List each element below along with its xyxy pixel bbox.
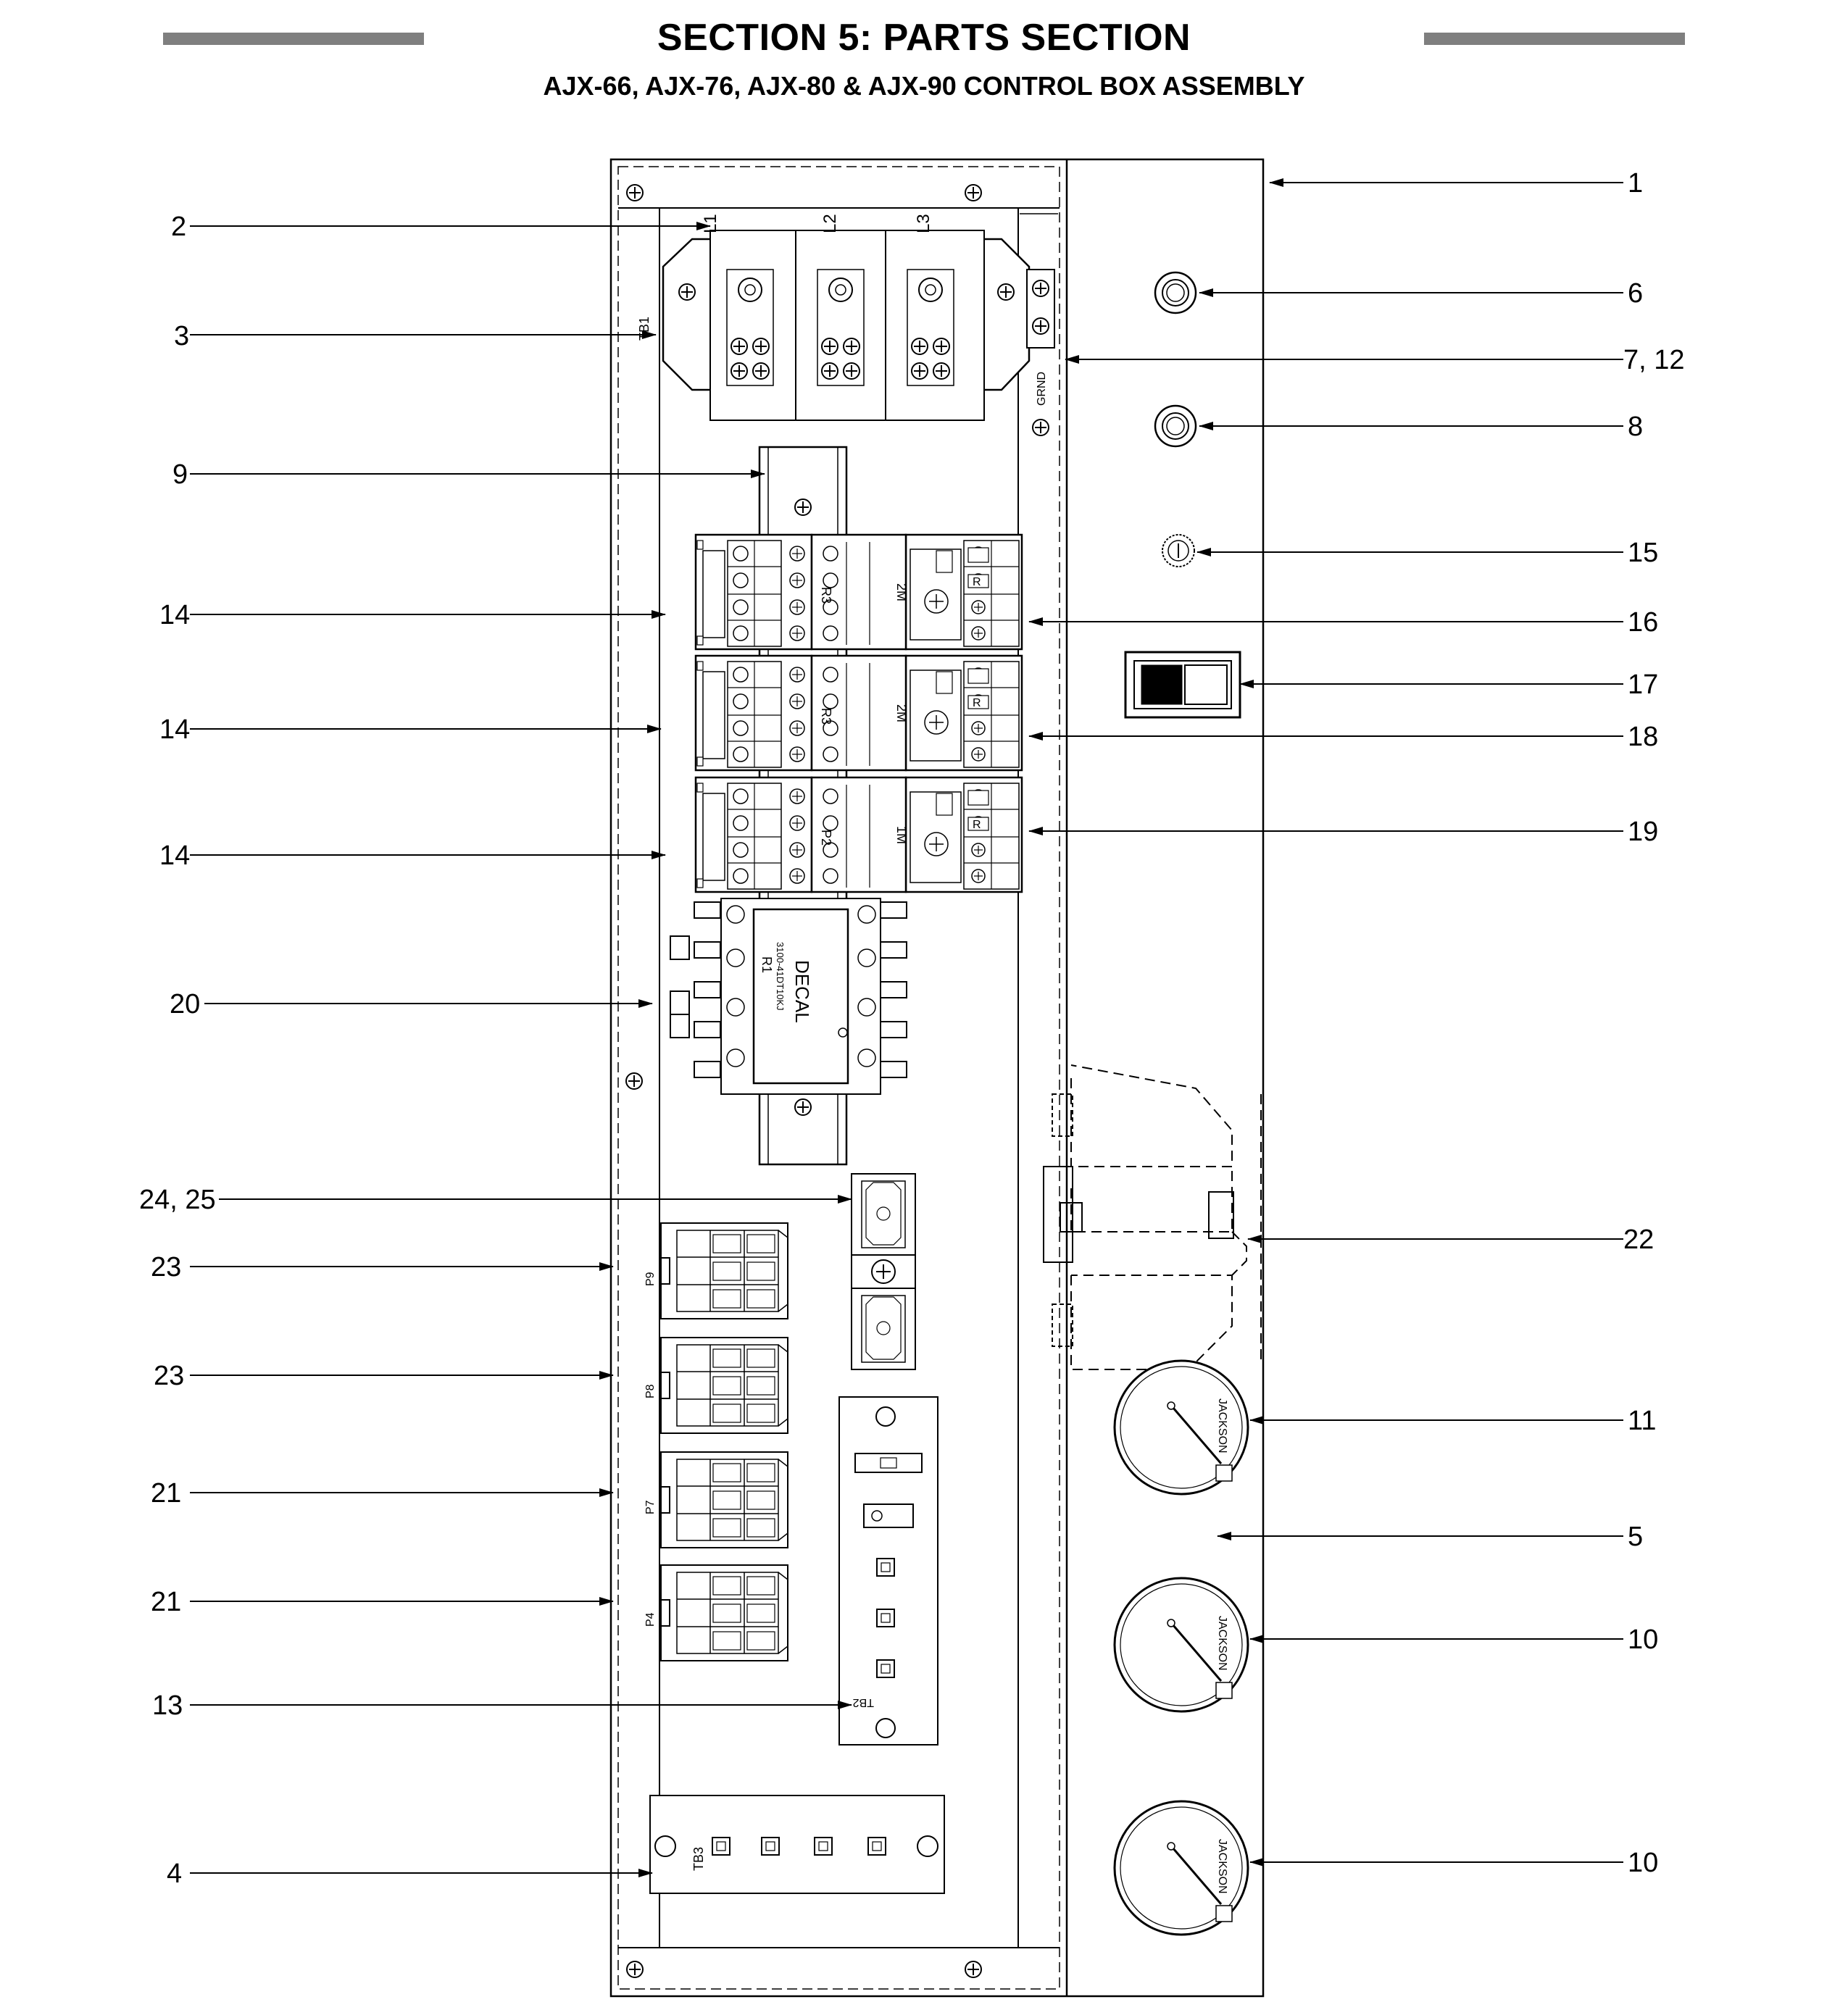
door-latch-22 xyxy=(1070,1064,1262,1370)
callout-7-12: 7, 12 xyxy=(1623,345,1685,375)
callout-18: 18 xyxy=(1628,722,1658,752)
contactor-row-2: R3 2M xyxy=(694,654,1023,772)
callout-23b: 23 xyxy=(154,1361,184,1391)
callout-14c: 14 xyxy=(159,841,190,871)
decal-label: DECAL xyxy=(791,960,813,1023)
callout-8: 8 xyxy=(1628,412,1643,442)
callout-14a: 14 xyxy=(159,600,190,630)
connector-p8: P8 xyxy=(644,1337,788,1434)
callout-14b: 14 xyxy=(159,714,190,745)
callout-1: 1 xyxy=(1628,168,1643,199)
terminal-block-tb1: TB1 L1 L2 L3 xyxy=(637,214,1031,421)
terminal-block-tb2: TB2 xyxy=(838,1396,938,1746)
callout-15: 15 xyxy=(1628,538,1658,568)
p8-label: P8 xyxy=(644,1384,657,1398)
callout-21b: 21 xyxy=(151,1587,181,1617)
relay-r1: R1 DECAL 3100-41DT10KJ xyxy=(670,898,907,1095)
callout-10a: 10 xyxy=(1628,1624,1658,1655)
relay-part-number: 3100-41DT10KJ xyxy=(775,942,786,1011)
ground-lug: GRND xyxy=(1026,269,1055,436)
gauge-10a-brand: JACKSON xyxy=(1216,1616,1228,1671)
gauge-10b-brand: JACKSON xyxy=(1216,1839,1228,1894)
door-latch-detail xyxy=(1043,1093,1234,1347)
tb1-label: TB1 xyxy=(637,317,652,341)
callout-lines xyxy=(190,178,1623,1877)
callout-20: 20 xyxy=(170,989,200,1019)
p9-label: P9 xyxy=(644,1272,657,1286)
header-bar-right xyxy=(1424,33,1685,45)
tb2-label: TB2 xyxy=(853,1696,874,1709)
callout-22: 22 xyxy=(1623,1225,1654,1255)
callout-17: 17 xyxy=(1628,670,1658,700)
callout-4: 4 xyxy=(167,1859,182,1889)
pilot-light-6 xyxy=(1154,271,1197,314)
page-subtitle: AJX-66, AJX-76, AJX-80 & AJX-90 CONTROL … xyxy=(543,71,1305,101)
l2-label: L2 xyxy=(820,214,840,233)
callout-numbers: 1 2 3 4 5 6 7, 12 8 9 10 10 11 13 14 14 … xyxy=(139,168,1685,1889)
header-bar-left xyxy=(163,33,424,45)
page-title: SECTION 5: PARTS SECTION xyxy=(657,17,1191,59)
r3-label-2: R3 xyxy=(819,708,833,725)
r1-label: R1 xyxy=(759,956,774,973)
gauge-11-brand: JACKSON xyxy=(1216,1398,1228,1453)
pressure-gauge-10a: JACKSON xyxy=(1113,1577,1249,1713)
connector-p4: P4 xyxy=(644,1564,788,1661)
p2-label: P2 xyxy=(819,830,833,846)
tb3-label: TB3 xyxy=(691,1847,706,1871)
callout-23a: 23 xyxy=(151,1252,181,1282)
callout-5: 5 xyxy=(1628,1522,1643,1552)
pilot-light-8 xyxy=(1154,404,1197,448)
1m-label: 1M xyxy=(894,826,909,844)
pressure-gauge-11: JACKSON xyxy=(1113,1359,1249,1496)
connector-p9: P9 xyxy=(644,1222,788,1319)
terminal-block-tb3: TB3 xyxy=(649,1795,945,1894)
callout-24-25: 24, 25 xyxy=(139,1185,216,1215)
fuse-holders xyxy=(851,1173,916,1370)
callout-3: 3 xyxy=(174,321,189,351)
callout-21a: 21 xyxy=(151,1478,181,1509)
2m-label-2: 2M xyxy=(894,704,909,722)
2m-label-1: 2M xyxy=(894,583,909,601)
r3-label-1: R3 xyxy=(819,587,833,604)
pressure-gauge-10b: JACKSON xyxy=(1113,1800,1249,1936)
p7-label: P7 xyxy=(644,1500,657,1514)
contactor-row-1: R3 2M xyxy=(694,533,1023,651)
contactor-row-3: P2 1M xyxy=(694,776,1023,893)
l1-label: L1 xyxy=(701,214,720,233)
callout-19: 19 xyxy=(1628,817,1658,847)
rocker-switch-17 xyxy=(1124,651,1241,719)
callout-16: 16 xyxy=(1628,607,1658,638)
callout-10b: 10 xyxy=(1628,1848,1658,1878)
hour-meter-15 xyxy=(1162,534,1195,567)
callout-9: 9 xyxy=(172,459,188,490)
callout-11: 11 xyxy=(1628,1406,1656,1436)
callout-6: 6 xyxy=(1628,278,1643,309)
l3-label: L3 xyxy=(914,214,933,233)
ground-label: GRND xyxy=(1036,372,1048,406)
p4-label: P4 xyxy=(644,1612,657,1627)
callout-13: 13 xyxy=(152,1690,183,1721)
connector-p7: P7 xyxy=(644,1451,788,1548)
callout-2: 2 xyxy=(171,212,186,242)
